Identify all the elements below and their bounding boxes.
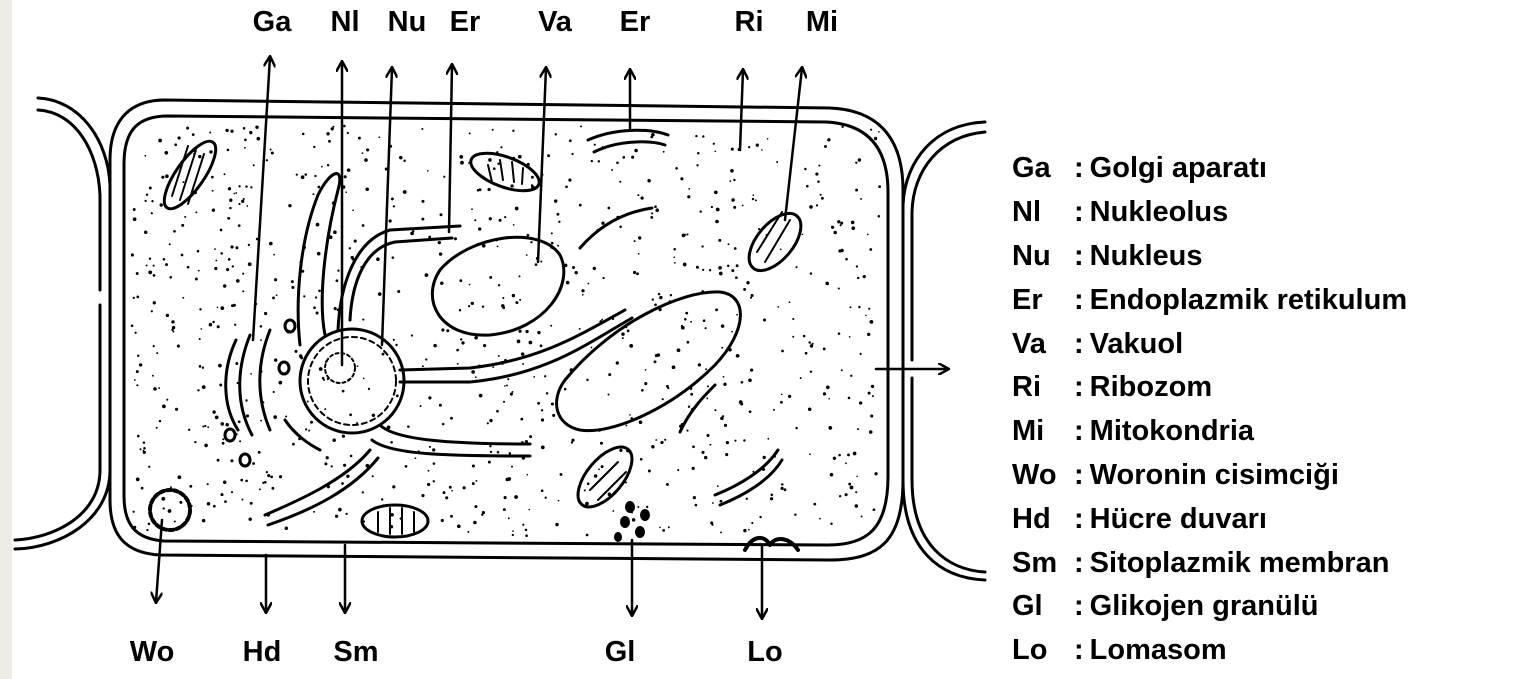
adjacent-cell-walls [15, 98, 985, 580]
nucleus [300, 329, 404, 433]
golgi-apparatus [225, 320, 320, 466]
legend-row: Nu:Nukleus [1012, 235, 1512, 279]
legend-row: Va:Vakuol [1012, 322, 1512, 366]
label-cell-wall-bottom: Hd [243, 638, 282, 667]
legend-abbr: Er [1012, 284, 1074, 317]
legend-abbr: Mi [1012, 415, 1074, 448]
legend-abbr: Ri [1012, 371, 1074, 404]
legend-row: Er:Endoplazmik retikulum [1012, 278, 1512, 322]
legend-name: Golgi aparatı [1090, 152, 1267, 185]
label-ribosome-top: Ri [735, 8, 764, 37]
legend-row: Ri:Ribozom [1012, 366, 1512, 410]
legend-name: Ribozom [1090, 371, 1212, 404]
legend-row: Nl:Nukleolus [1012, 191, 1512, 235]
legend-row: Gl:Glikojen granülü [1012, 585, 1512, 629]
legend-abbr: Nl [1012, 196, 1074, 229]
label-golgi-top: Ga [253, 8, 292, 37]
legend-row: Sm:Sitoplazmik membran [1012, 541, 1512, 585]
label-mitochondria-top: Mi [806, 8, 838, 37]
legend-abbr: Nu [1012, 240, 1074, 273]
legend-abbr: Hd [1012, 503, 1074, 536]
label-er-top-1: Er [450, 8, 481, 37]
label-er-top-2: Er [620, 8, 651, 37]
label-nucleolus-top: Nl [331, 8, 360, 37]
legend-abbr: Wo [1012, 459, 1074, 492]
legend-name: Hücre duvarı [1090, 503, 1267, 536]
label-woronin-bottom: Wo [130, 638, 175, 667]
label-lomasome-bottom: Lo [747, 638, 782, 667]
legend-abbr: Sm [1012, 547, 1074, 580]
legend: Ga:Golgi aparatı Nl:Nukleolus Nu:Nukleus… [1012, 147, 1512, 673]
legend-abbr: Va [1012, 328, 1074, 361]
legend-abbr: Lo [1012, 634, 1074, 667]
legend-row: Lo:Lomasom [1012, 629, 1512, 673]
legend-row: Wo:Woronin cisimciği [1012, 454, 1512, 498]
legend-name: Lomasom [1090, 634, 1227, 667]
legend-name: Mitokondria [1090, 415, 1254, 448]
label-membrane-bottom: Sm [333, 638, 378, 667]
legend-row: Hd:Hücre duvarı [1012, 497, 1512, 541]
legend-name: Nukleus [1090, 240, 1203, 273]
legend-name: Vakuol [1090, 328, 1184, 361]
legend-row: Mi:Mitokondria [1012, 410, 1512, 454]
legend-row: Ga:Golgi aparatı [1012, 147, 1512, 191]
label-vacuole-top: Va [538, 8, 572, 37]
glycogen-granules [614, 501, 650, 542]
vacuoles [432, 237, 740, 430]
label-nucleus-top: Nu [388, 8, 427, 37]
nucleolus [325, 353, 355, 383]
legend-name: Nukleolus [1090, 196, 1229, 229]
legend-name: Sitoplazmik membran [1090, 547, 1390, 580]
legend-abbr: Ga [1012, 152, 1074, 185]
legend-name: Glikojen granülü [1090, 590, 1319, 623]
legend-name: Woronin cisimciği [1090, 459, 1339, 492]
cell-wall [110, 100, 903, 560]
label-glycogen-bottom: Gl [605, 638, 636, 667]
legend-abbr: Gl [1012, 590, 1074, 623]
legend-name: Endoplazmik retikulum [1090, 284, 1407, 317]
